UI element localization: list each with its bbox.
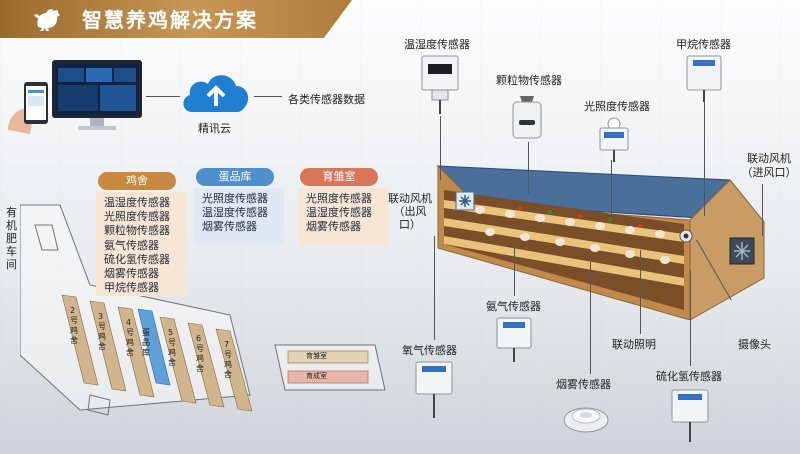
- panel-item: 烟雾传感器: [104, 267, 159, 281]
- temp-humidity-sensor-icon: [421, 55, 459, 114]
- panel-item: 氨气传感器: [104, 238, 159, 252]
- house-label: 7号鸡舍: [224, 340, 232, 379]
- house-label: 3号鸡舍: [98, 312, 106, 351]
- panel-item: 光照度传感器: [104, 210, 170, 224]
- fan-inlet-label: 联动风机（进风口）: [741, 152, 797, 179]
- panel-title-egg-store: 蛋品库: [196, 168, 274, 186]
- particulate-sensor-icon: [512, 96, 542, 139]
- panel-item: 光照度传感器: [202, 192, 268, 205]
- cloud-icon: [183, 75, 249, 112]
- panel-item: 烟雾传感器: [202, 220, 257, 234]
- ammonia-sensor-icon: [496, 317, 532, 362]
- particulate-sensor-label: 颗粒物传感器: [496, 74, 562, 87]
- panel-item: 温湿度传感器: [104, 196, 170, 209]
- connector-line: [590, 262, 591, 374]
- panel-title-brooding: 育雏室: [300, 168, 378, 186]
- house-label: 2号鸡舍: [70, 306, 78, 345]
- oxygen-sensor-icon: [415, 361, 453, 418]
- panel-item: 烟雾传感器: [306, 220, 361, 234]
- temp-humidity-sensor-label: 温湿度传感器: [404, 38, 470, 51]
- connector-line: [704, 100, 705, 216]
- connector-line: [528, 142, 529, 194]
- house-label: 5号鸡舍: [168, 328, 176, 367]
- panel-item: 甲烷传感器: [104, 281, 159, 295]
- fertilizer-workshop-label: 有机肥车间: [6, 206, 17, 271]
- cloud-label: 精讯云: [198, 122, 231, 135]
- light-sensor-icon: [599, 117, 629, 162]
- methane-sensor-icon: [686, 55, 722, 102]
- camera-label: 摄像头: [738, 338, 771, 351]
- house-label: 6号鸡舍: [196, 334, 204, 373]
- header-banner: [0, 0, 352, 38]
- panel-henhouse: 温湿度传感器 光照度传感器 颗粒物传感器 氨气传感器 硫化氢传感器 烟雾传感器 …: [96, 192, 186, 296]
- panel-item: 温湿度传感器: [202, 206, 268, 220]
- h2s-sensor-label: 硫化氢传感器: [656, 370, 722, 383]
- connector-line: [640, 250, 641, 334]
- panel-brooding: 光照度传感器 温湿度传感器 烟雾传感器: [298, 188, 388, 244]
- henhouse-illustration: [436, 164, 766, 320]
- monitor-phone-icon: [8, 60, 142, 134]
- connector-line: [434, 236, 435, 340]
- panel-item: 光照度传感器: [306, 192, 372, 205]
- connector-line: [514, 248, 515, 296]
- farm-map: [20, 204, 386, 416]
- connector-line: [762, 184, 763, 236]
- methane-sensor-label: 甲烷传感器: [676, 38, 731, 51]
- page-title: 智慧养鸡解决方案: [82, 8, 258, 32]
- h2s-sensor-icon: [671, 389, 709, 442]
- connector-line: [690, 270, 691, 366]
- rearing-room-label: 育成室: [306, 372, 327, 380]
- panel-item: 颗粒物传感器: [104, 224, 170, 238]
- smoke-sensor-label: 烟雾传感器: [556, 378, 611, 391]
- panel-egg-store: 光照度传感器 温湿度传感器 烟雾传感器: [194, 188, 284, 244]
- sensor-data-label: 各类传感器数据: [288, 93, 365, 106]
- panel-title-henhouse: 鸡舍: [98, 172, 176, 190]
- smoke-sensor-icon: [563, 407, 609, 433]
- lighting-label: 联动照明: [612, 338, 656, 351]
- rooster-icon: [34, 9, 60, 31]
- ammonia-sensor-label: 氨气传感器: [486, 300, 541, 313]
- light-sensor-label: 光照度传感器: [584, 100, 650, 113]
- fan-outlet-label: 联动风机（出风口）: [388, 192, 432, 231]
- connector-line: [440, 116, 441, 180]
- egg-store-label: 蛋品库: [142, 328, 150, 357]
- brooding-room-label: 育雏室: [306, 352, 327, 360]
- panel-item: 硫化氢传感器: [104, 252, 170, 266]
- panel-item: 温湿度传感器: [306, 206, 372, 220]
- oxygen-sensor-label: 氧气传感器: [402, 344, 457, 357]
- connector-line: [146, 96, 180, 97]
- house-label: 4号鸡舍: [126, 318, 134, 357]
- connector-line: [254, 96, 282, 97]
- connector-line: [611, 160, 612, 216]
